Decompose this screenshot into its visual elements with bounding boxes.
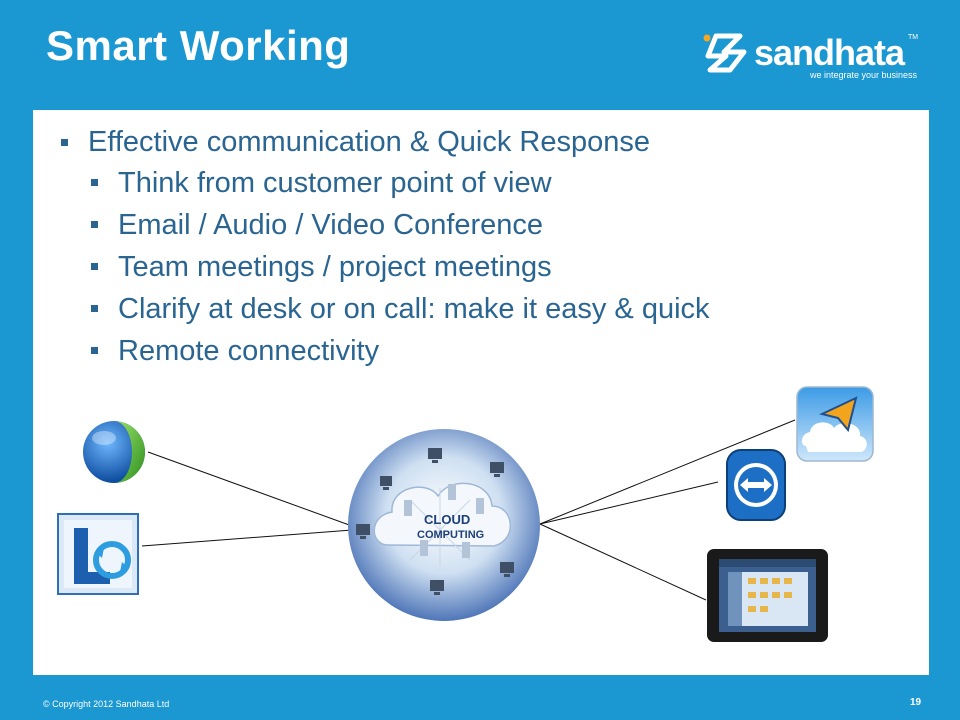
bullet-square-icon: [91, 263, 98, 270]
bullet-square-icon: [91, 221, 98, 228]
bullet-square-icon: [91, 305, 98, 312]
computer-icon-group: [356, 448, 514, 595]
cloud-app-icon: [796, 386, 874, 462]
logo-trademark: TM: [908, 34, 919, 41]
logo-mark-icon: [703, 33, 747, 73]
bullet-item: Think from customer point of view: [91, 162, 710, 204]
bullet-item: Remote connectivity: [91, 330, 710, 372]
lync-icon: [57, 513, 139, 595]
bullet-square-icon: [61, 139, 68, 146]
bullet-item: Team meetings / project meetings: [91, 246, 710, 288]
connector-lines: [141, 419, 796, 601]
slide-title: Smart Working: [46, 22, 351, 69]
tablet-icon: [707, 549, 828, 642]
connector-line: [141, 529, 353, 547]
bullet-item: Clarify at desk or on call: make it easy…: [91, 288, 710, 330]
teamviewer-icon: [726, 449, 786, 521]
connector-line: [147, 451, 353, 527]
footer-copyright: © Copyright 2012 Sandhata Ltd: [43, 699, 170, 709]
bullet-item: Email / Audio / Video Conference: [91, 204, 710, 246]
page-number: 19: [910, 697, 922, 708]
connector-line: [539, 481, 719, 525]
cloud-sublabel: COMPUTING: [417, 529, 484, 541]
bullet-square-icon: [91, 347, 98, 354]
bullet-list: Effective communication & Quick Response…: [33, 122, 710, 372]
logo-wordmark: sandhata: [754, 32, 905, 73]
globe-icon: [83, 421, 145, 483]
connector-line: [539, 419, 796, 525]
cloud-label: CLOUD: [424, 512, 470, 527]
logo-tagline: we integrate your business: [810, 70, 918, 80]
cloud-computing-graphic: CLOUD COMPUTING: [348, 429, 540, 621]
bullet-square-icon: [91, 179, 98, 186]
bullet-item: Effective communication & Quick Response: [61, 122, 710, 162]
connector-line: [539, 523, 707, 601]
sandhata-logo: sandhata TM we integrate your business: [700, 28, 930, 80]
